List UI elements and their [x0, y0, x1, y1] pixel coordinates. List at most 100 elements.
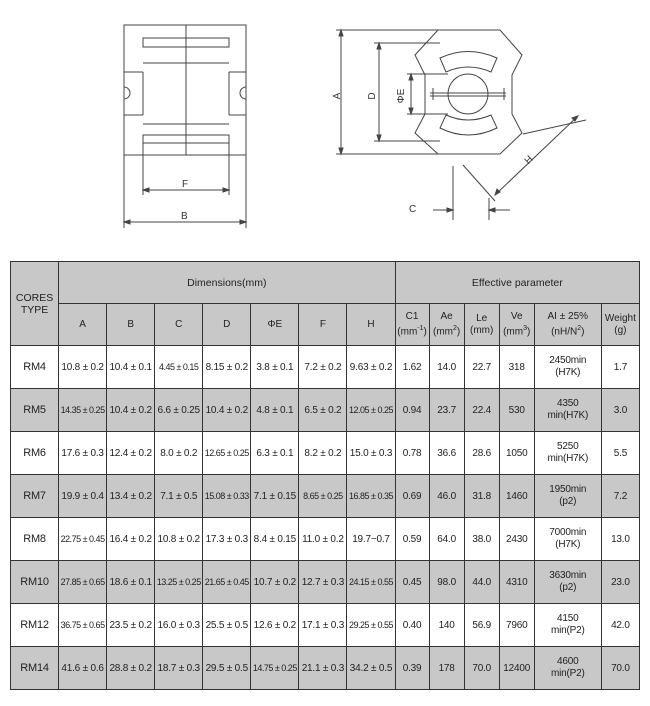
cell-A: 19.9 ± 0.4 — [58, 474, 108, 518]
cell-C1: 0.94 — [394, 388, 430, 432]
cell-D: 29.5 ± 0.5 — [202, 646, 252, 690]
cell-C: 18.7 ± 0.3 — [154, 646, 204, 690]
cell-E: 10.7 ± 0.2 — [250, 560, 300, 604]
effective-column-unit-exponent: 2 — [452, 324, 457, 332]
cell-E: 6.3 ± 0.1 — [250, 431, 300, 475]
cell-AI-line2: min(P2) — [550, 625, 585, 636]
cell-Le: 28.6 — [463, 431, 500, 475]
cell-Ae: 98.0 — [428, 560, 465, 604]
cell-C: 16.0 ± 0.3 — [154, 603, 204, 647]
effective-column-name: C1 — [405, 310, 419, 322]
cell-AI-line1: 2450min — [549, 355, 587, 366]
effective-column-unit: (mm — [397, 326, 418, 338]
effective-column-unit-exponent: 3 — [523, 324, 527, 332]
effective-column-header: Ve(mm3) — [498, 303, 535, 346]
cell-C: 13.25 ± 0.25 — [154, 560, 204, 604]
cell-C1: 0.59 — [394, 517, 430, 561]
cell-H: 9.63 ± 0.2 — [346, 345, 396, 389]
dim-label-D: D — [367, 92, 378, 99]
cell-E: 12.6 ± 0.2 — [250, 603, 300, 647]
dim-column-header: D — [202, 303, 252, 346]
side-view-drawing — [122, 24, 248, 228]
cores-type-header: CORES TYPE — [9, 261, 60, 346]
cell-type: RM8 — [9, 517, 60, 561]
dim-label-B: B — [181, 211, 188, 222]
rm-core-spec-table: CORES TYPE Dimensions(mm) Effective para… — [9, 261, 641, 690]
cell-AI: 2450min(H7K) — [533, 345, 602, 389]
cell-B: 16.4 ± 0.2 — [106, 517, 156, 561]
cell-AI-line1: 1950min — [549, 484, 587, 495]
cell-A: 36.75 ± 0.65 — [58, 603, 108, 647]
cell-D: 17.3 ± 0.3 — [202, 517, 252, 561]
cell-Le: 44.0 — [463, 560, 500, 604]
cell-D: 10.4 ± 0.2 — [202, 388, 252, 432]
cell-B: 10.4 ± 0.2 — [106, 388, 156, 432]
cell-D: 25.5 ± 0.5 — [202, 603, 252, 647]
cell-A: 14.35 ± 0.25 — [58, 388, 108, 432]
cell-Ve: 318 — [498, 345, 535, 389]
technical-drawings: F B A D ΦE H C — [122, 24, 587, 228]
cell-H: 12.05 ± 0.25 — [346, 388, 396, 432]
cell-AI-line1: 7000min — [549, 527, 587, 538]
cell-AI-line2: (H7K) — [555, 367, 581, 378]
cell-B: 12.4 ± 0.2 — [106, 431, 156, 475]
cell-AI-line2: min(P2) — [550, 668, 585, 679]
cores-type-line1: CORES — [15, 291, 54, 304]
cell-Ae: 46.0 — [428, 474, 465, 518]
cell-Ae: 178 — [428, 646, 465, 690]
effective-column-unit: (mm — [503, 326, 524, 338]
cell-C: 7.1 ± 0.5 — [154, 474, 204, 518]
cell-Le: 22.4 — [463, 388, 500, 432]
cell-F: 17.1 ± 0.3 — [298, 603, 348, 647]
cell-type: RM12 — [9, 603, 60, 647]
cell-D: 12.65 ± 0.25 — [202, 431, 252, 475]
cell-Ae: 23.7 — [428, 388, 465, 432]
cell-Weight: 3.0 — [600, 388, 641, 432]
dim-column-header: F — [298, 303, 348, 346]
cell-H: 16.85 ± 0.35 — [346, 474, 396, 518]
cell-E: 8.4 ± 0.15 — [250, 517, 300, 561]
cell-AI-line2: (H7K) — [555, 539, 581, 550]
effective-column-header: Weight(g) — [600, 303, 641, 346]
cell-Ve: 530 — [498, 388, 535, 432]
cell-A: 17.6 ± 0.3 — [58, 431, 108, 475]
cell-C1: 0.78 — [394, 431, 430, 475]
effective-column-unit-close: ) — [526, 326, 531, 338]
cell-E: 14.75 ± 0.25 — [250, 646, 300, 690]
cell-Ve: 1460 — [498, 474, 535, 518]
effective-column-unit: (mm — [432, 326, 453, 338]
cell-AI: 7000min(H7K) — [533, 517, 602, 561]
cell-H: 29.25 ± 0.55 — [346, 603, 396, 647]
cell-AI-line1: 4150 — [557, 613, 579, 624]
effective-column-name: Ae — [440, 310, 453, 322]
cell-AI-line2: min(H7K) — [547, 410, 589, 421]
effective-column-unit: (mm) — [470, 324, 494, 336]
cell-type: RM4 — [9, 345, 60, 389]
cell-C: 6.6 ± 0.25 — [154, 388, 204, 432]
cell-A: 41.6 ± 0.6 — [58, 646, 108, 690]
cell-Ve: 12400 — [498, 646, 535, 690]
cell-F: 11.0 ± 0.2 — [298, 517, 348, 561]
effective-column-header: Ae(mm2) — [428, 303, 465, 346]
dim-label-C: C — [409, 204, 416, 215]
effective-column-unit-exponent: -1 — [417, 324, 424, 332]
cell-C1: 0.45 — [394, 560, 430, 604]
cell-Ae: 140 — [428, 603, 465, 647]
cell-AI-line1: 5250 — [557, 441, 579, 452]
cell-AI-line1: 4600 — [557, 656, 579, 667]
cell-Le: 38.0 — [463, 517, 500, 561]
dim-label-F: F — [182, 179, 188, 190]
cell-AI-line2: (p2) — [559, 496, 577, 507]
cell-F: 21.1 ± 0.3 — [298, 646, 348, 690]
cell-A: 22.75 ± 0.45 — [58, 517, 108, 561]
cell-type: RM14 — [9, 646, 60, 690]
cell-AI-line2: (p2) — [559, 582, 577, 593]
cell-type: RM6 — [9, 431, 60, 475]
cell-D: 8.15 ± 0.2 — [202, 345, 252, 389]
